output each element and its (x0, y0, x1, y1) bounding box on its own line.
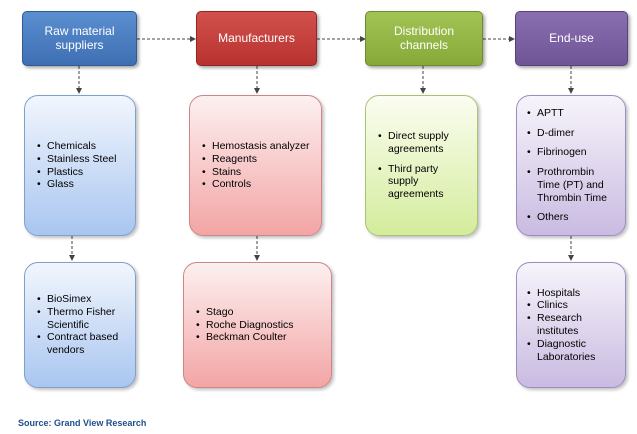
box-distribution-channels: Direct supply agreementsThird party supp… (365, 95, 478, 236)
list-item: Chemicals (37, 140, 127, 153)
list-item: Others (527, 211, 619, 224)
list-item: Fibrinogen (527, 146, 619, 159)
list-item: Stains (202, 166, 313, 179)
list-item: Clinics (527, 299, 619, 312)
header-manufacturers: Manufacturers (196, 11, 317, 66)
list-item: Roche Diagnostics (196, 319, 323, 332)
list-item: Diagnostic Laboratories (527, 338, 619, 364)
box-manufacturer-companies: StagoRoche DiagnosticsBeckman Coulter (183, 262, 332, 388)
list-item: Direct supply agreements (378, 130, 471, 156)
list-item: Third party supply agreements (378, 163, 471, 201)
list-item: APTT (527, 107, 619, 120)
list-item: Beckman Coulter (196, 331, 323, 344)
list-item: Thermo Fisher Scientific (37, 306, 127, 332)
list-item: Hospitals (527, 287, 619, 300)
list-item: Plastics (37, 166, 127, 179)
box-raw-materials: ChemicalsStainless SteelPlasticsGlass (24, 95, 136, 236)
header-end-use: End-use (515, 11, 628, 66)
list-item: Prothrombin Time (PT) and Thrombin Time (527, 166, 619, 204)
list-item: Glass (37, 178, 127, 191)
header-raw-material-suppliers: Raw material suppliers (22, 11, 137, 66)
list-item: Contract based vendors (37, 331, 127, 357)
list-item: D-dimer (527, 127, 619, 140)
list-item: Stainless Steel (37, 153, 127, 166)
list-item: Reagents (202, 153, 313, 166)
source-note: Source: Grand View Research (18, 418, 147, 428)
list-item: Hemostasis analyzer (202, 140, 313, 153)
box-end-users: HospitalsClinicsResearch institutesDiagn… (516, 262, 626, 388)
list-item: Stago (196, 306, 323, 319)
header-distribution-channels: Distribution channels (365, 11, 483, 66)
list-item: Controls (202, 178, 313, 191)
box-suppliers: BioSimexThermo Fisher ScientificContract… (24, 262, 136, 388)
list-item: BioSimex (37, 293, 127, 306)
box-products: Hemostasis analyzerReagentsStainsControl… (189, 95, 322, 236)
box-end-use-tests: APTT D-dimerFibrinogenProthrombin Time (P… (516, 95, 626, 236)
list-item: Research institutes (527, 312, 619, 338)
